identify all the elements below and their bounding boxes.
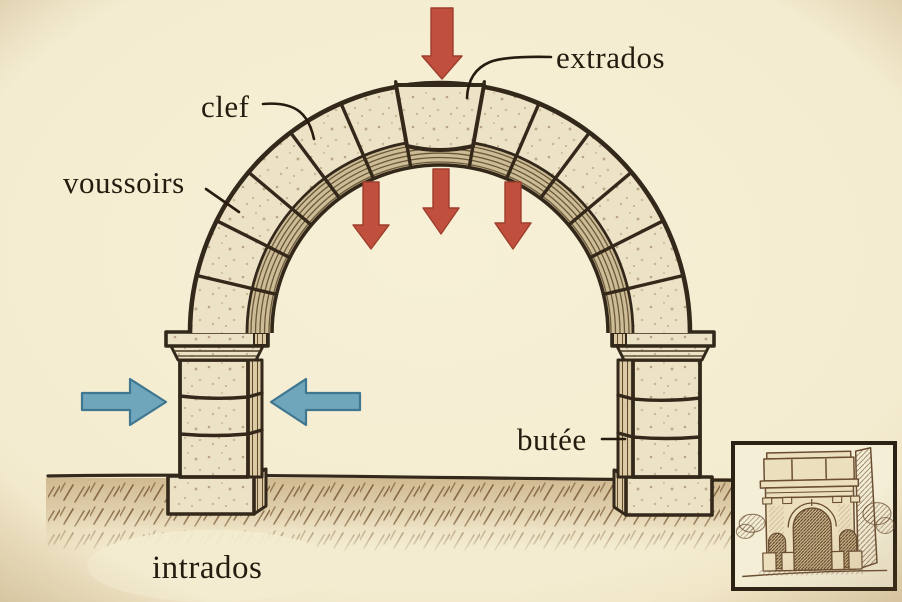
left-impost-side-face <box>253 332 268 346</box>
left-impost-molding <box>169 344 265 362</box>
right-pier-side-face <box>616 358 635 479</box>
left-impost-slab <box>164 330 270 348</box>
left-pier-side-face <box>246 358 264 479</box>
keystone <box>394 83 486 152</box>
label-extrados: extrados <box>556 40 665 75</box>
right-pier <box>610 330 716 517</box>
label-voussoirs: voussoirs <box>63 165 185 200</box>
left-pier-shaft <box>178 358 250 479</box>
left-pier-base <box>166 474 256 516</box>
right-pier-shaft <box>631 358 702 479</box>
label-intrados: intrados <box>152 550 262 586</box>
right-pier-base <box>624 475 714 517</box>
right-impost-slab <box>610 330 716 348</box>
triumphal-arch-inset <box>731 441 897 591</box>
attic <box>763 456 856 482</box>
left-pier <box>164 330 270 516</box>
right-impost-side-face <box>612 332 627 346</box>
label-clef: clef <box>201 89 250 124</box>
label-butee: butée <box>517 422 587 457</box>
central-arch-opening <box>792 507 833 572</box>
right-impost-molding <box>615 344 711 362</box>
